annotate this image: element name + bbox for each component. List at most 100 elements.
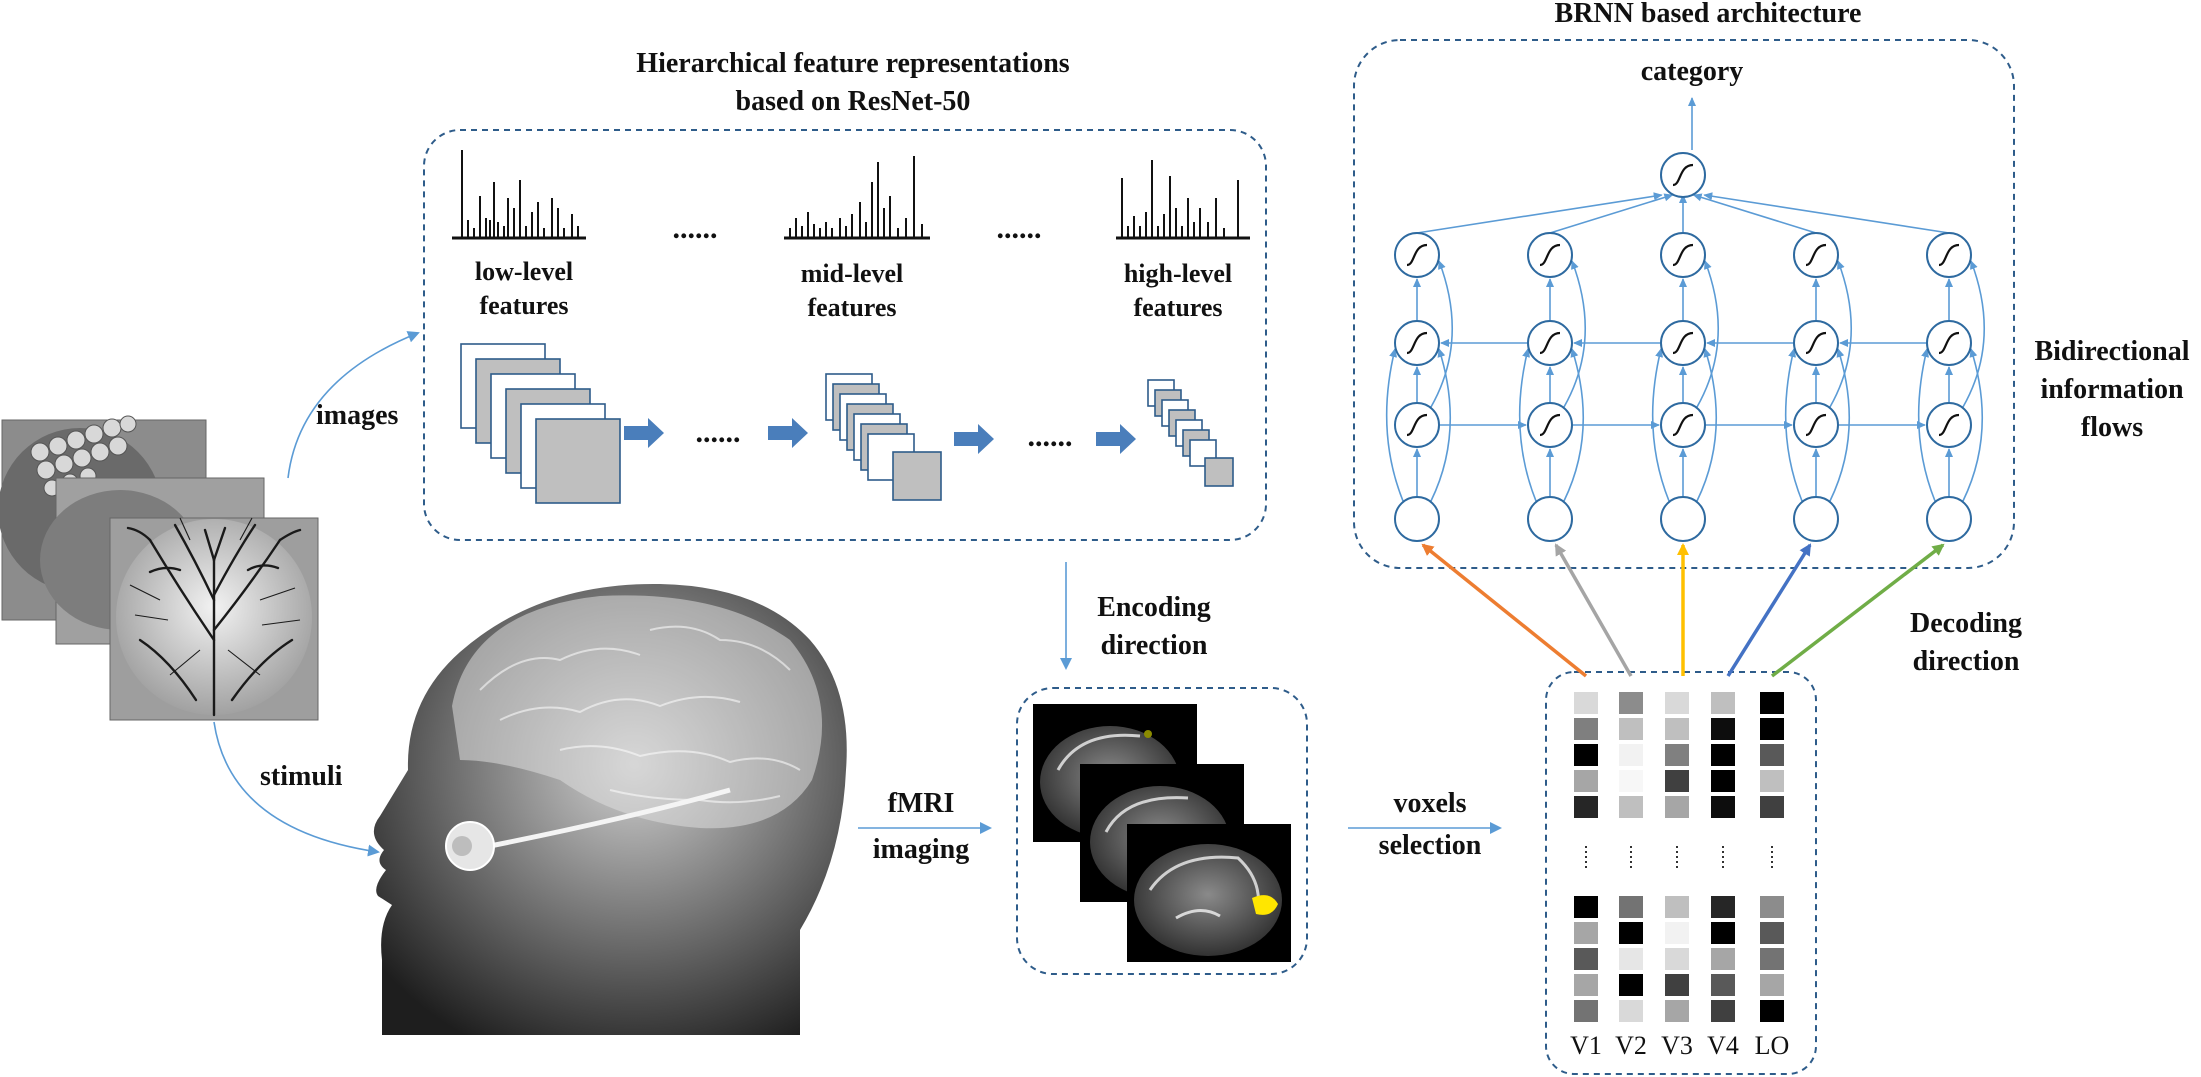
- voxel-cell: [1711, 692, 1735, 714]
- brnn-input-node: [1527, 496, 1573, 542]
- decoding-arrow-lo: [1770, 543, 1945, 678]
- voxel-cell: [1619, 896, 1643, 918]
- brnn-skip-edge: [1563, 348, 1585, 502]
- voxel-cell: [1619, 948, 1643, 970]
- stimuli-arrow: [213, 721, 380, 857]
- voxel-cell: [1574, 744, 1598, 766]
- voxel-cell: [1574, 922, 1598, 944]
- mid-level-label-2: features: [807, 293, 896, 322]
- low-level-label-1: low-level: [475, 257, 573, 286]
- voxel-column: [1711, 692, 1735, 1022]
- voxel-cell: [1665, 1000, 1689, 1022]
- brnn-hidden-node: [1527, 320, 1573, 366]
- voxel-cell: [1619, 718, 1643, 740]
- voxels-label-1: voxels: [1393, 788, 1466, 819]
- brnn-input-node: [1660, 496, 1706, 542]
- voxel-cell: [1760, 796, 1784, 818]
- feature-maps-large: [460, 343, 621, 504]
- encoding-label-1: Encoding: [1097, 592, 1211, 623]
- feature-arrow-3: [954, 424, 994, 454]
- brnn-hidden-node: [1527, 402, 1573, 448]
- region-label-v2: V2: [1615, 1031, 1647, 1060]
- feature-maps-medium: [825, 373, 942, 501]
- bidirectional-label-1: Bidirectional: [2034, 336, 2189, 367]
- stimuli-label: stimuli: [260, 761, 343, 792]
- voxel-column: [1760, 692, 1784, 1022]
- brnn-skip-edge: [1962, 348, 1984, 502]
- low-level-feature-histogram: [452, 150, 586, 240]
- brnn-hidden-node: [1394, 320, 1440, 366]
- voxel-cell: [1619, 1000, 1643, 1022]
- voxel-cell: [1760, 974, 1784, 996]
- bidirectional-label-3: flows: [2081, 412, 2143, 443]
- voxel-cell: [1760, 948, 1784, 970]
- voxel-cell: [1711, 718, 1735, 740]
- voxel-cell: [1574, 1000, 1598, 1022]
- decoding-arrow-v4: [1726, 543, 1812, 677]
- region-label-v3: V3: [1661, 1031, 1693, 1060]
- brnn-hidden-node: [1926, 402, 1972, 448]
- brnn-hidden-node: [1527, 232, 1573, 278]
- brnn-skip-edge: [1829, 260, 1853, 408]
- ellipsis-1: ......: [673, 212, 718, 245]
- voxel-cell: [1760, 692, 1784, 714]
- decoding-arrow-v2: [1554, 543, 1633, 677]
- mid-level-label-1: mid-level: [801, 259, 904, 288]
- brnn-title: BRNN based architecture: [1555, 0, 1862, 29]
- voxel-cell: [1574, 692, 1598, 714]
- high-level-label-2: features: [1133, 293, 1222, 322]
- voxel-cell: [1711, 796, 1735, 818]
- voxel-cell: [1760, 896, 1784, 918]
- brnn-hidden-node: [1926, 320, 1972, 366]
- bidirectional-label-2: information: [2040, 374, 2184, 405]
- voxel-cell: [1760, 718, 1784, 740]
- resnet-feature-box: [423, 129, 1267, 541]
- voxel-cell: [1711, 974, 1735, 996]
- voxel-cell: [1665, 744, 1689, 766]
- brnn-nodes: [1394, 152, 1972, 542]
- decoding-label-2: direction: [1913, 646, 2020, 677]
- images-label: images: [316, 400, 399, 431]
- voxel-cell: [1619, 692, 1643, 714]
- feature-arrow-4: [1096, 424, 1136, 454]
- voxel-column: [1574, 692, 1598, 1022]
- voxel-cell: [1619, 796, 1643, 818]
- brnn-hidden-node: [1394, 232, 1440, 278]
- brnn-input-node: [1394, 496, 1440, 542]
- brnn-skip-edge: [1385, 348, 1404, 502]
- ellipsis-3: ......: [696, 416, 741, 449]
- voxel-cell: [1665, 770, 1689, 792]
- brnn-skip-edge: [1962, 260, 1986, 408]
- brnn-hidden-node: [1660, 232, 1706, 278]
- voxel-cell: [1665, 718, 1689, 740]
- brnn-skip-edge: [1696, 348, 1718, 502]
- voxel-cell: [1619, 744, 1643, 766]
- voxel-cell: [1665, 922, 1689, 944]
- voxel-cell: [1760, 770, 1784, 792]
- voxel-cell: [1711, 948, 1735, 970]
- hierarchical-title-line2: based on ResNet-50: [736, 86, 971, 117]
- brnn-output-node: [1660, 152, 1706, 198]
- brnn-hidden-node: [1793, 232, 1839, 278]
- high-level-label-1: high-level: [1124, 259, 1232, 288]
- voxel-cell: [1619, 974, 1643, 996]
- brnn-connections: [1385, 192, 1986, 502]
- brnn-architecture-box: [1353, 39, 2015, 569]
- voxel-cell: [1665, 796, 1689, 818]
- brnn-output-edge: [1416, 192, 1663, 234]
- ellipsis-2: ......: [997, 212, 1042, 245]
- brnn-hidden-node: [1394, 402, 1440, 448]
- brnn-input-node: [1793, 496, 1839, 542]
- brnn-hidden-node: [1793, 320, 1839, 366]
- mid-level-feature-histogram: [784, 156, 930, 240]
- voxel-column: [1665, 692, 1689, 1022]
- voxels-label-2: selection: [1379, 830, 1482, 861]
- high-level-feature-histogram: [1116, 160, 1250, 240]
- images-arrow: [287, 331, 420, 479]
- voxel-cell: [1711, 770, 1735, 792]
- voxel-cell: [1574, 718, 1598, 740]
- voxel-column: [1619, 692, 1643, 1022]
- brnn-skip-edge: [1829, 348, 1851, 502]
- feature-arrow-2: [768, 418, 808, 448]
- low-level-label-2: features: [479, 291, 568, 320]
